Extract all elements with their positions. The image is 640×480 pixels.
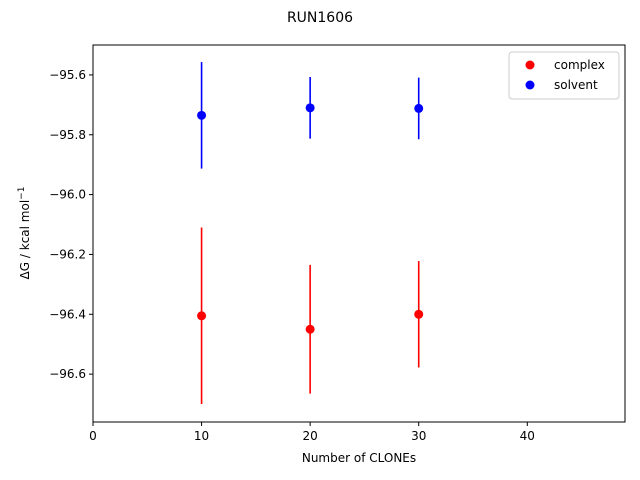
y-tick-label: −95.6 [49, 68, 86, 82]
legend-box [508, 51, 620, 100]
data-point [305, 103, 315, 113]
data-point [414, 103, 424, 113]
plot-area [92, 44, 626, 423]
y-axis-label-group: ΔG / kcal mol−1 [17, 187, 32, 280]
legend-marker [525, 80, 535, 90]
y-tick-label: −95.8 [49, 128, 86, 142]
y-axis-label-main: ΔG / kcal mol [18, 200, 32, 280]
x-tick-label: 0 [89, 429, 97, 443]
x-tick-label: 40 [520, 429, 535, 443]
data-points [197, 62, 424, 405]
legend: complex solvent [508, 51, 620, 100]
y-axis: −95.6 −95.8 −96.0 −96.2 −96.4 −96.6 [49, 68, 93, 381]
x-tick-label: 20 [303, 429, 318, 443]
legend-label: solvent [554, 78, 598, 92]
y-tick-label: −96.0 [49, 188, 86, 202]
x-tick-label: 10 [194, 429, 209, 443]
legend-marker [525, 60, 535, 70]
plot-frame [92, 44, 626, 423]
legend-label: complex [554, 58, 605, 72]
y-tick-label: −96.2 [49, 247, 86, 261]
data-point [197, 110, 207, 120]
x-axis-label: Number of CLONEs [302, 451, 416, 465]
y-axis-label-superscript: −1 [17, 187, 27, 200]
data-point [414, 309, 424, 319]
x-axis: 0 10 20 30 40 [89, 422, 535, 443]
x-tick-label: 30 [411, 429, 426, 443]
y-axis-label: ΔG / kcal mol−1 [17, 187, 32, 280]
chart-title: RUN1606 [287, 10, 353, 26]
y-tick-label: −96.6 [49, 367, 86, 381]
data-point [305, 324, 315, 334]
data-point [197, 311, 207, 321]
y-tick-label: −96.4 [49, 307, 86, 321]
